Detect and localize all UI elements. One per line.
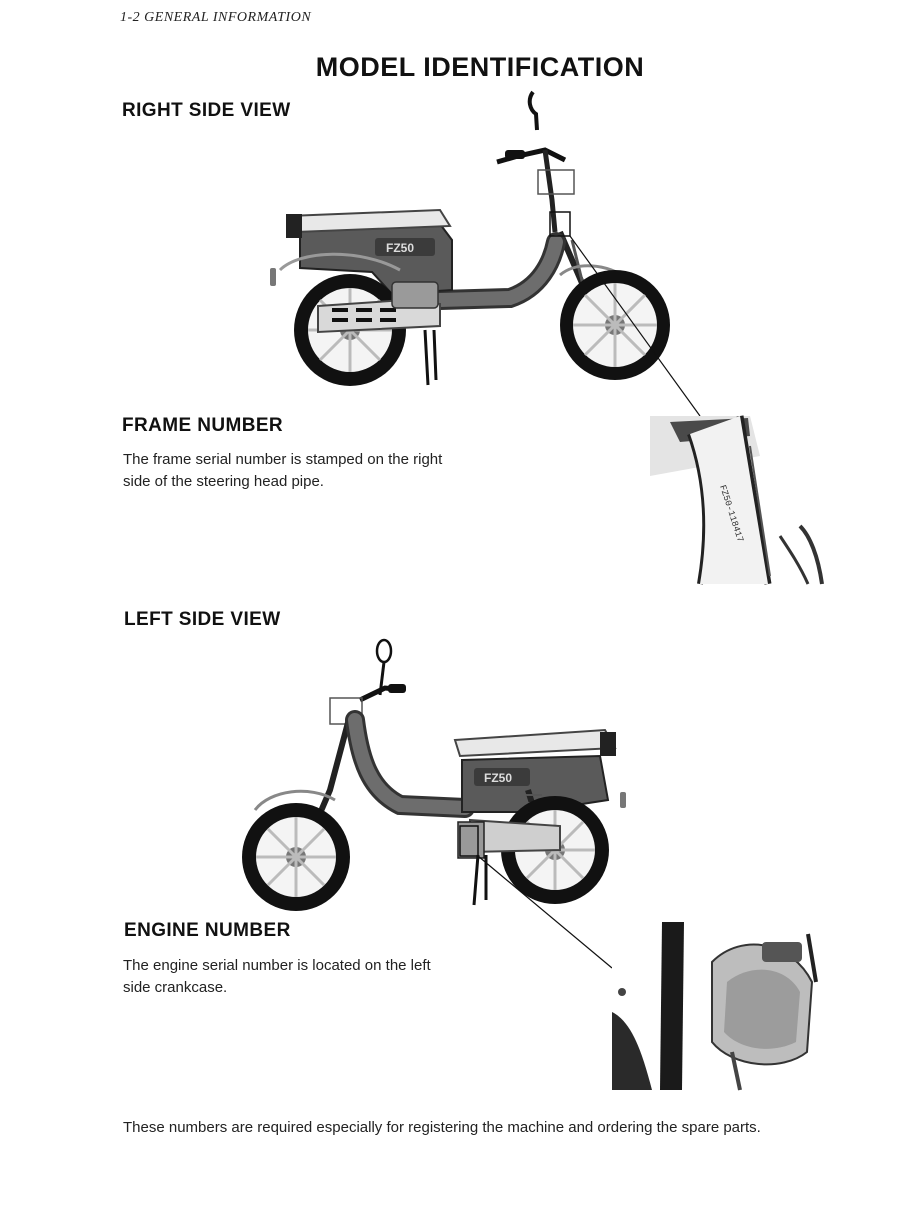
running-head: 1-2 GENERAL INFORMATION: [120, 10, 312, 25]
engine-number-heading: ENGINE NUMBER: [124, 920, 291, 941]
engine-number-text-line2: side crankcase.: [123, 979, 228, 996]
left-decal-text: FZ50: [484, 771, 512, 785]
right-decal-text: FZ50: [386, 241, 414, 255]
frame-number-heading: FRAME NUMBER: [122, 415, 284, 436]
frame-number-text-line1: The frame serial number is stamped on th…: [123, 451, 443, 468]
page-title: MODEL IDENTIFICATION: [315, 52, 645, 82]
left-side-view-heading: LEFT SIDE VIEW: [124, 609, 281, 630]
frame-number-text-line2: side of the steering head pipe.: [123, 473, 324, 490]
footer-note: These numbers are required especially fo…: [123, 1119, 761, 1136]
right-side-view-heading: RIGHT SIDE VIEW: [122, 100, 291, 121]
frame-number-closeup-photo: FZ50-118417: [650, 415, 830, 585]
right-side-motorcycle-photo: FZ50: [270, 90, 701, 417]
engine-number-closeup-photo: [612, 922, 826, 1091]
engine-number-text-line1: The engine serial number is located on t…: [123, 957, 431, 974]
